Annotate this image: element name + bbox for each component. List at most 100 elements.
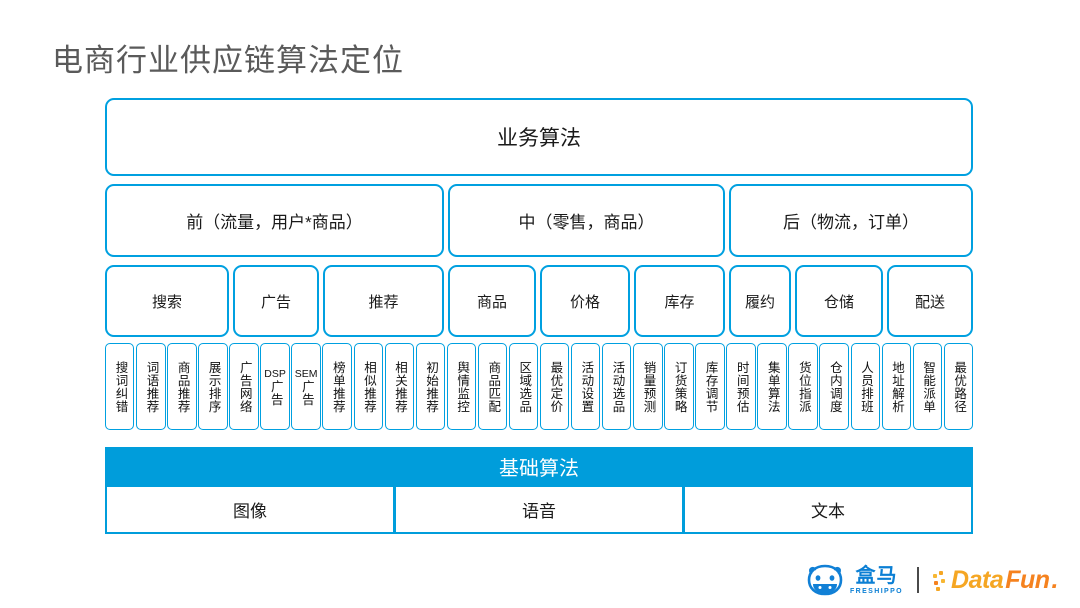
domain-box-recommend: 推荐 — [323, 265, 444, 337]
domain-label-product: 商品 — [476, 293, 507, 311]
detail-chip: 智能派单 — [912, 343, 943, 430]
domain-box-price: 价格 — [540, 265, 630, 337]
domain-label-price: 价格 — [569, 293, 600, 311]
detail-chip-label: 最优路径 — [952, 360, 967, 413]
detail-chip: 商品推荐 — [167, 343, 197, 430]
detail-chip-label: 活动设置 — [579, 360, 594, 413]
domain-label-warehouse: 仓储 — [823, 293, 854, 311]
detail-chip-label: 订货策略 — [672, 360, 687, 413]
detail-chip-label: 初始推荐 — [424, 360, 439, 413]
hema-logo: 盒马 FRESHIPPO — [805, 564, 903, 596]
detail-chip: 舆情监控 — [446, 343, 477, 430]
detail-chip-label: 搜词纠错 — [113, 360, 128, 413]
detail-chip-label: 展示排序 — [206, 360, 221, 413]
stage-label-middle: 中（零售，商品） — [518, 213, 655, 232]
detail-chip-label: 最优定价 — [548, 360, 563, 413]
detail-chip-label: 销量预测 — [641, 360, 656, 413]
stage-box-front: 前（流量，用户*商品） — [105, 184, 444, 257]
hema-wordmark: 盒马 FRESHIPPO — [850, 566, 903, 595]
detail-chip-label: 仓内调度 — [827, 360, 842, 413]
domain-label-search: 搜索 — [151, 293, 182, 311]
detail-chip-latin: DSP — [264, 368, 286, 381]
stage-label-back: 后（物流，订单） — [783, 213, 919, 232]
detail-chip-label: 词语推荐 — [144, 360, 159, 413]
datafun-word-fun: Fun — [1005, 565, 1050, 594]
detail-chip-label: 活动选品 — [610, 360, 625, 413]
domain-box-delivery: 配送 — [887, 265, 973, 337]
datafun-logo: Data Fun . — [933, 565, 1059, 595]
detail-chip-label: 广告 — [268, 379, 283, 406]
logo-divider — [917, 567, 920, 593]
detail-chip: 销量预测 — [633, 343, 663, 430]
detail-chip-label: 相似推荐 — [361, 360, 376, 413]
detail-chip: 展示排序 — [198, 343, 228, 430]
detail-chip: 商品匹配 — [477, 343, 508, 430]
detail-chip: 活动设置 — [570, 343, 601, 430]
domain-label-inventory: 库存 — [664, 293, 695, 311]
domain-label-delivery: 配送 — [914, 293, 945, 311]
detail-chip: 活动选品 — [602, 343, 632, 430]
hippo-icon — [805, 564, 845, 596]
base-layer-title: 基础算法 — [499, 457, 579, 480]
detail-chip: 人员排班 — [850, 343, 880, 430]
base-layer-cells: 图像 语音 文本 — [105, 485, 973, 534]
detail-chip-label: 货位指派 — [796, 360, 811, 413]
hema-chinese-name: 盒马 — [855, 564, 898, 587]
detail-chip: 仓内调度 — [819, 343, 849, 430]
stage-label-front: 前（流量，用户*商品） — [186, 213, 363, 232]
detail-chip: 初始推荐 — [415, 343, 446, 430]
datafun-dots-icon — [933, 570, 949, 591]
detail-chip: 词语推荐 — [136, 343, 166, 430]
datafun-word-data: Data — [951, 565, 1004, 594]
datafun-period: . — [1051, 565, 1059, 594]
base-layer-band: 基础算法 — [105, 447, 973, 485]
business-layer-box: 业务算法 — [105, 98, 973, 176]
detail-chip-label: 商品推荐 — [175, 360, 190, 413]
detail-chip: 榜单推荐 — [322, 343, 352, 430]
detail-chip: 集单算法 — [757, 343, 787, 430]
detail-chip-label: 智能派单 — [921, 360, 936, 413]
domain-box-warehouse: 仓储 — [795, 265, 883, 337]
domain-label-ads: 广告 — [260, 293, 291, 311]
stage-box-middle: 中（零售，商品） — [448, 184, 725, 257]
domain-label-fulfillment: 履约 — [744, 293, 775, 311]
detail-chip-label: 广告 — [299, 379, 314, 406]
detail-chip: 地址解析 — [881, 343, 912, 430]
base-cell-text: 文本 — [685, 487, 971, 532]
domain-box-product: 商品 — [448, 265, 536, 337]
detail-chip-label: 地址解析 — [890, 360, 905, 413]
detail-chip: 最优定价 — [539, 343, 570, 430]
domain-box-ads: 广告 — [233, 265, 319, 337]
detail-chip-label: 时间预估 — [734, 360, 749, 413]
detail-chip: 订货策略 — [664, 343, 694, 430]
detail-chip-label: 榜单推荐 — [330, 360, 345, 413]
detail-chip-label: 商品匹配 — [486, 360, 501, 413]
domain-box-search: 搜索 — [105, 265, 229, 337]
detail-chip-label: 舆情监控 — [455, 360, 470, 413]
detail-chip-label: 相关推荐 — [393, 360, 408, 413]
detail-chip: 库存调节 — [695, 343, 725, 430]
detail-chip-latin: SEM — [294, 368, 318, 381]
detail-chip-label: 库存调节 — [703, 360, 718, 413]
detail-chip: 最优路径 — [943, 343, 974, 430]
domain-box-fulfillment: 履约 — [729, 265, 791, 337]
detail-chip: 相关推荐 — [384, 343, 415, 430]
domain-box-inventory: 库存 — [634, 265, 725, 337]
hema-english-name: FRESHIPPO — [849, 587, 904, 595]
domain-label-recommend: 推荐 — [368, 293, 399, 311]
detail-chip-label: 人员排班 — [858, 360, 873, 413]
base-cell-speech: 语音 — [396, 487, 682, 532]
detail-chip: 相似推荐 — [353, 343, 383, 430]
branding-logos: 盒马 FRESHIPPO Data Fun . — [805, 564, 1059, 596]
base-cell-image: 图像 — [107, 487, 393, 532]
detail-chip: 广告网络 — [229, 343, 259, 430]
detail-chip-label: 广告网络 — [237, 360, 252, 413]
business-layer-label: 业务算法 — [497, 127, 581, 150]
stage-box-back: 后（物流，订单） — [729, 184, 973, 257]
detail-chip: 时间预估 — [726, 343, 756, 430]
detail-chip: 搜词纠错 — [105, 343, 135, 430]
detail-chip: 货位指派 — [788, 343, 818, 430]
